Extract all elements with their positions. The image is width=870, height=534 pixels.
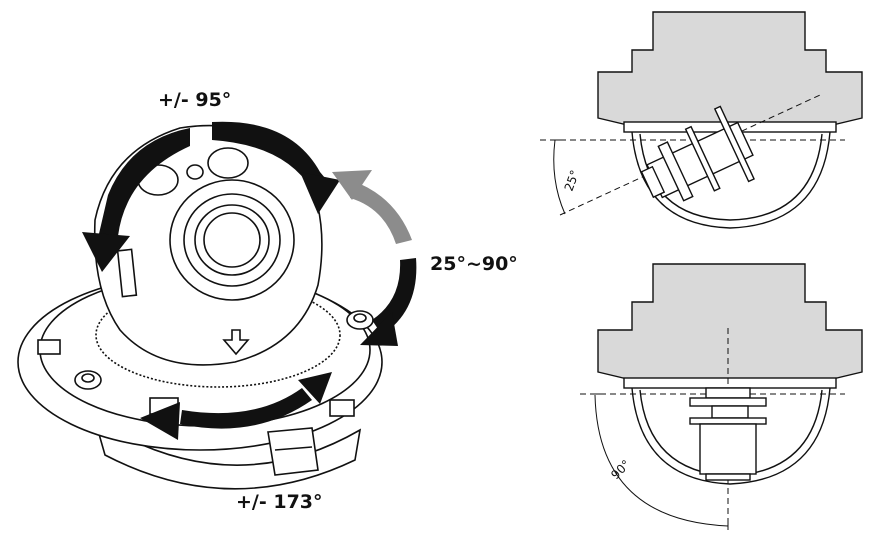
dome-90: [631, 387, 831, 485]
lens-assembly-90: [689, 387, 767, 481]
pan-angle-label: +/- 95°: [158, 89, 231, 111]
section-view-90: [580, 263, 863, 530]
flange-90: [623, 377, 837, 389]
tilt-min-label: 25°: [562, 168, 582, 193]
lens-assembly-25: [640, 105, 755, 202]
angle-arc-25: [553, 139, 566, 215]
housing-top-90: [597, 263, 863, 383]
pan-rotation-arrow: [82, 121, 340, 272]
ring-tab-left: [37, 339, 61, 355]
tilt-rotation-arrow-gray: [332, 170, 412, 244]
mount-screw-left: [74, 370, 102, 390]
angle-arc-90: [594, 394, 729, 527]
dome-25: [631, 131, 831, 229]
tilt-angle-label: 25°~90°: [430, 253, 518, 275]
tilt-rotation-arrow-dark: [360, 258, 417, 346]
sd-card-slot: [116, 248, 138, 298]
down-arrow-icon: [222, 329, 250, 356]
rotate-angle-label: +/- 173°: [236, 491, 323, 513]
mount-screw-right: [346, 310, 374, 330]
camera-lens: [169, 179, 295, 301]
cable-connector: [267, 427, 319, 476]
base-rotation-arrow: [140, 372, 332, 440]
section-view-25: [540, 11, 863, 229]
tilt-max-label: 90°: [608, 457, 633, 482]
ring-tab-right: [329, 399, 355, 417]
housing-top-25: [597, 11, 863, 129]
